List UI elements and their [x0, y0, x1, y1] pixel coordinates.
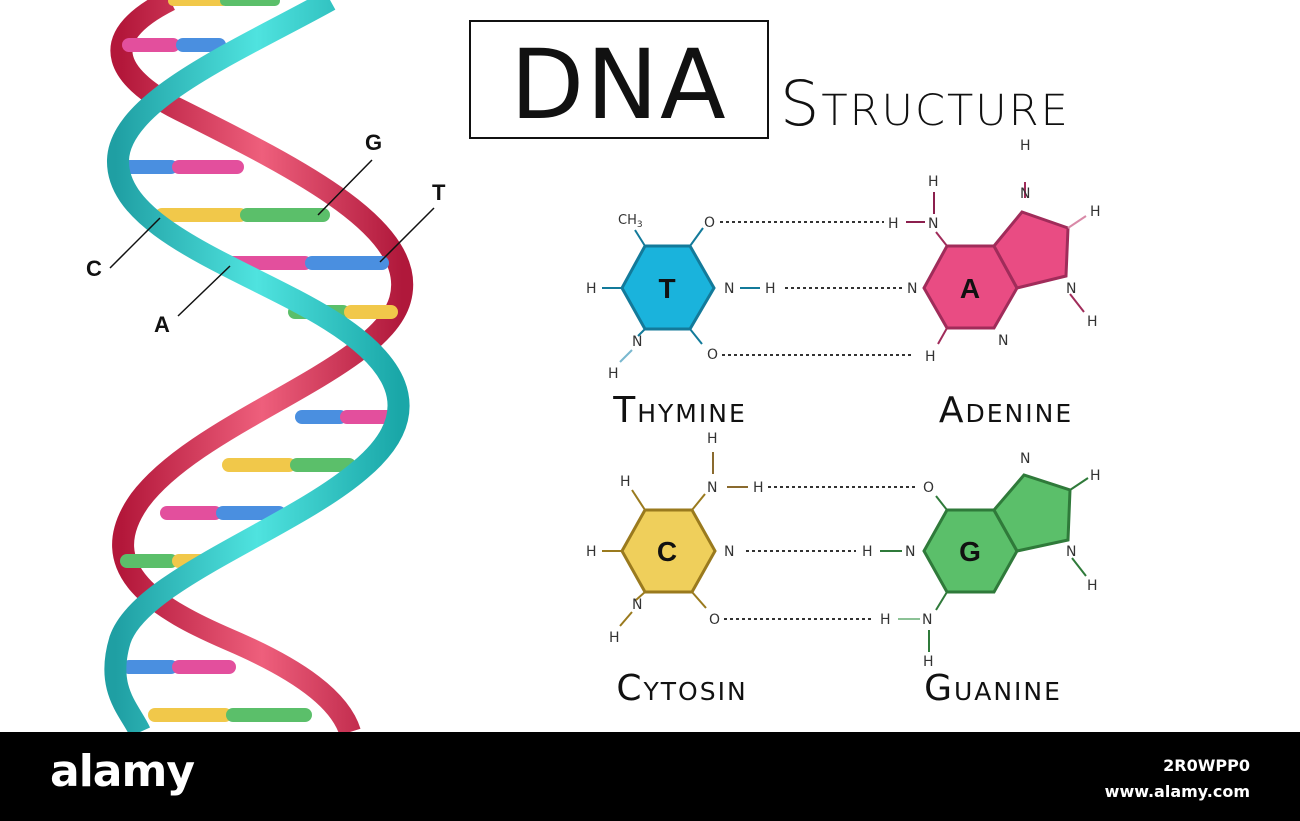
rung: [118, 160, 244, 174]
cytosine-h-upper: H: [620, 474, 631, 490]
guanine-h-right5b: H: [1087, 578, 1098, 594]
helix-strand-front: [104, 0, 410, 732]
thymine-h-left: H: [586, 281, 597, 297]
thymine-h-right: H: [765, 281, 776, 297]
cytosine-molecule: C H N H H H N N H O Cytosin: [586, 431, 764, 709]
ta-hydrogen-bonds: [720, 221, 914, 356]
base-pair-rungs: [118, 0, 400, 722]
cg-hydrogen-bonds: [724, 486, 916, 620]
thymine-n-bottom: N: [632, 334, 642, 350]
helix-label-t: T: [432, 180, 446, 205]
dna-structure-diagram: G T C A DNA Structure T CH3 O H N H N H …: [86, 0, 1101, 732]
adenine-h-left: H: [925, 349, 936, 365]
adenine-name: Adenine: [939, 390, 1073, 431]
title-main: DNA: [510, 29, 727, 141]
adenine-n-left: N: [907, 281, 917, 297]
title-sub: Structure: [780, 67, 1070, 140]
guanine-h-right5: H: [1090, 468, 1101, 484]
adenine-n-bottom: N: [998, 333, 1008, 349]
guanine-n-right5: N: [1066, 544, 1076, 560]
cytosine-o-bottom: O: [709, 612, 720, 628]
rung: [155, 208, 330, 222]
adenine-ring-five: [992, 210, 1070, 290]
rung: [122, 38, 226, 52]
cytosine-name: Cytosin: [616, 668, 747, 709]
adenine-n-top5: N: [1020, 186, 1030, 202]
guanine-name: Guanine: [924, 668, 1062, 709]
cytosine-h-left: H: [586, 544, 597, 560]
thymine-o-bottom: O: [707, 347, 718, 363]
adenine-letter: A: [960, 273, 980, 304]
thymine-n-right: N: [724, 281, 734, 297]
title-box: [469, 20, 769, 139]
adenine-h-nh: H: [888, 216, 899, 232]
adenine-molecule: A H H N N H H N H N H N Adenine: [888, 138, 1101, 431]
guanine-h-bottom: H: [880, 612, 891, 628]
rung: [148, 708, 312, 722]
cytosine-n-bottom: N: [632, 597, 642, 613]
cytosine-n-top: N: [707, 480, 717, 496]
guanine-n-left: N: [905, 544, 915, 560]
thymine-name: Thymine: [612, 390, 747, 431]
watermark-logo: alamy: [50, 746, 195, 797]
rung: [168, 0, 280, 6]
rung: [222, 458, 356, 472]
helix-label-g: G: [365, 130, 382, 155]
rung: [122, 660, 236, 674]
guanine-n-bottom: N: [922, 612, 932, 628]
cytosine-h-top: H: [707, 431, 718, 447]
adenine-n-top: N: [928, 216, 938, 232]
cytosine-h-nh: H: [753, 480, 764, 496]
rung: [295, 410, 400, 424]
adenine-h-top1: H: [928, 174, 939, 190]
adenine-h-right5b: H: [1087, 314, 1098, 330]
watermark-url: www.alamy.com: [1104, 782, 1250, 801]
cytosine-n-right: N: [724, 544, 734, 560]
guanine-letter: G: [959, 536, 981, 567]
guanine-n-top5: N: [1020, 451, 1030, 467]
thymine-letter: T: [658, 273, 675, 304]
watermark-footer: alamy 2R0WPP0 www.alamy.com: [0, 732, 1300, 821]
double-helix: [104, 0, 414, 732]
guanine-o-top: O: [923, 480, 934, 496]
guanine-ring-five: [992, 473, 1072, 553]
adenine-n-right5: N: [1066, 281, 1076, 297]
helix-strand-back: [110, 0, 414, 732]
helix-labels: G T C A: [86, 130, 446, 337]
guanine-h-bottom2: H: [923, 654, 934, 670]
helix-label-c: C: [86, 256, 102, 281]
thymine-molecule: T CH3 O H N H N H O Thymine: [586, 213, 776, 431]
thymine-h-bottom: H: [608, 366, 619, 382]
adenine-h-top5: H: [1020, 138, 1031, 154]
thymine-ch3: CH3: [618, 213, 643, 230]
title-block: DNA Structure: [469, 20, 1070, 141]
adenine-h-right5: H: [1090, 204, 1101, 220]
cytosine-letter: C: [657, 536, 677, 567]
helix-label-a: A: [154, 312, 170, 337]
guanine-molecule: G O N H H N N H H N H Guanine: [862, 451, 1101, 709]
cytosine-h-bottom: H: [609, 630, 620, 646]
guanine-h-left: H: [862, 544, 873, 560]
watermark-image-id: 2R0WPP0: [1163, 756, 1250, 775]
thymine-o-top: O: [704, 215, 715, 231]
